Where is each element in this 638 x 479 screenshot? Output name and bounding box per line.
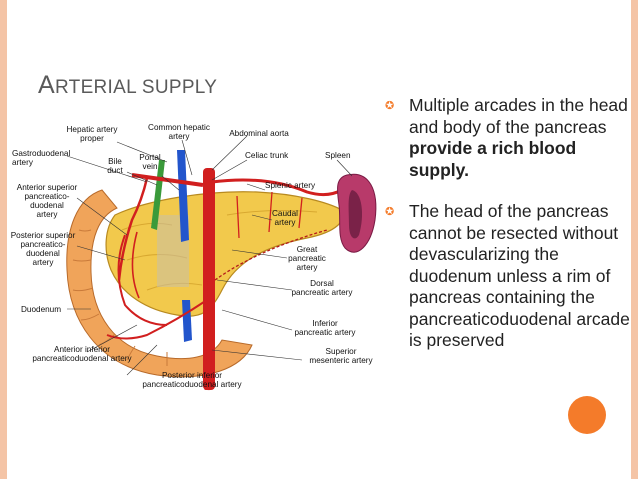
portal-vein-shape (177, 150, 189, 242)
bullet-text: The head of the pancreas cannot be resec… (409, 201, 630, 350)
decorative-circle (568, 396, 606, 434)
label-line: Anterior inferior (54, 345, 110, 354)
label-line: artery (297, 263, 319, 272)
label-line: Splenic artery (265, 181, 316, 190)
label-line: pancreaticoduodenal artery (142, 380, 242, 389)
label-line: artery (169, 132, 191, 141)
bullet-item: ✪ The head of the pancreas cannot be res… (385, 201, 635, 352)
title-first-letter: A (38, 71, 55, 99)
label-line: Dorsal (310, 279, 334, 288)
label-line: duodenal (30, 201, 64, 210)
label-line: Bile (108, 157, 122, 166)
title-rest: rterial supply (54, 77, 218, 98)
bullet-text: Multiple arcades in the head and body of… (409, 95, 628, 180)
label-line: artery (275, 218, 297, 227)
label-line: artery (33, 258, 55, 267)
label-line: mesenteric artery (309, 356, 373, 365)
left-border-decoration (0, 0, 7, 479)
label-line: vein (142, 162, 157, 171)
bullet-item: ✪ Multiple arcades in the head and body … (385, 95, 635, 181)
bullet-2-text: The head of the pancreas cannot be resec… (409, 201, 630, 350)
label-line: Spleen (325, 151, 351, 160)
label-line: Caudal (272, 209, 298, 218)
label-line: Celiac trunk (245, 151, 289, 160)
label-line: pancreatic (288, 254, 326, 263)
label-celiac-trunk: Celiac trunk (245, 151, 289, 160)
label-line: pancreatico- (24, 192, 69, 201)
duodenum-shape (66, 189, 253, 378)
label-duodenum: Duodenum (21, 305, 61, 314)
label-splenic-artery: Splenic artery (265, 181, 316, 190)
label-line: Gastroduodenal (12, 149, 70, 158)
bullet-list: ✪ Multiple arcades in the head and body … (385, 95, 635, 372)
label-line: Hepatic artery (67, 125, 119, 134)
label-line: pancreaticoduodenal artery (32, 354, 132, 363)
label-line: Superior (326, 347, 357, 356)
label-line: Posterior inferior (162, 371, 222, 380)
label-line: Anterior superior (17, 183, 78, 192)
label-line: pancreatic artery (292, 288, 354, 297)
label-line: Duodenum (21, 305, 61, 314)
label-line: Posterior superior (11, 231, 76, 240)
label-line: Portal (139, 153, 161, 162)
label-line: artery (37, 210, 59, 219)
label-line: Inferior (312, 319, 338, 328)
label-abdominal-aorta: Abdominal aorta (229, 129, 289, 138)
bullet-1-bold: provide a rich blood supply. (409, 138, 577, 180)
label-line: artery (12, 158, 34, 167)
label-line: duct (107, 166, 123, 175)
bullet-1-text: Multiple arcades in the head and body of… (409, 95, 628, 137)
label-line: Abdominal aorta (229, 129, 289, 138)
label-line: duodenal (26, 249, 60, 258)
label-line: pancreatic artery (295, 328, 357, 337)
label-line: proper (80, 134, 104, 143)
label-line: Great (297, 245, 318, 254)
bullet-icon: ✪ (385, 206, 395, 218)
slide-title: Arterial supply (38, 64, 217, 101)
label-line: Common hepatic (148, 123, 210, 132)
bullet-icon: ✪ (385, 100, 395, 112)
label-spleen: Spleen (325, 151, 351, 160)
right-border-decoration (631, 0, 638, 479)
label-line: pancreatico- (20, 240, 65, 249)
